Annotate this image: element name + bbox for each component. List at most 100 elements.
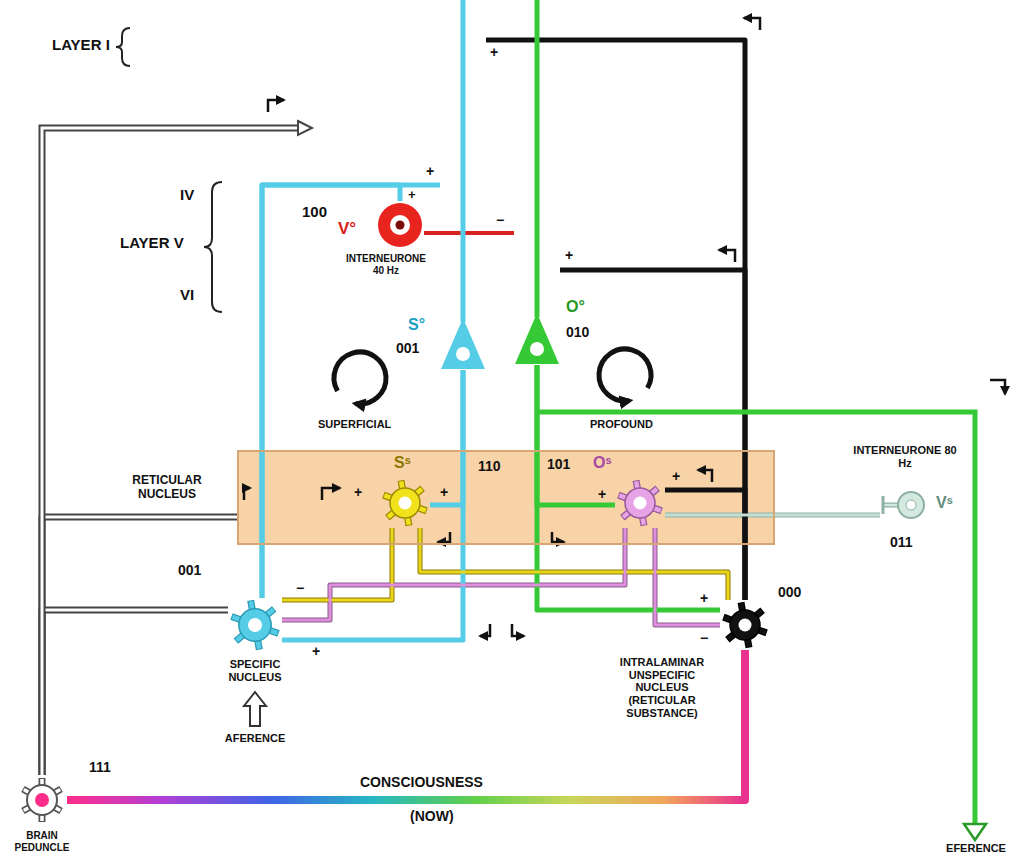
text-slot: 011 bbox=[890, 534, 913, 550]
connector-casing bbox=[282, 528, 625, 620]
annotation-label: IV bbox=[180, 186, 194, 203]
soma bbox=[730, 610, 760, 640]
peduncle-cell: 111BRAIN PEDUNCLE bbox=[17, 775, 67, 825]
text-slot: + bbox=[426, 163, 434, 179]
nerve-fibre bbox=[424, 231, 514, 235]
text-slot: + bbox=[598, 486, 606, 502]
interneuron-cell: 100V°INTERNEURONE 40 Hz bbox=[376, 201, 424, 249]
nucleus bbox=[399, 497, 412, 510]
annotation-label: + bbox=[598, 486, 606, 502]
cell-label: Vˢ bbox=[936, 494, 953, 512]
nerve-fibre bbox=[665, 514, 880, 517]
soma bbox=[378, 203, 422, 247]
loop-arrow bbox=[334, 352, 386, 404]
soma bbox=[625, 488, 655, 518]
nerve-fibre bbox=[262, 185, 400, 598]
annotation-label: + bbox=[440, 484, 448, 500]
text-slot: IV bbox=[180, 186, 194, 203]
nucleus bbox=[634, 497, 647, 510]
annotation-label: (NOW) bbox=[410, 808, 454, 824]
text-slot: BRAIN PEDUNCLE bbox=[4, 830, 80, 853]
text-slot: + bbox=[700, 590, 708, 606]
pyramidal-cell: S°001 bbox=[440, 0, 486, 370]
annotation-label: VI bbox=[180, 286, 194, 303]
direction-arrow bbox=[480, 624, 490, 636]
cell-shape bbox=[720, 600, 770, 650]
annotation-label: + bbox=[565, 247, 573, 263]
nerve-fibre bbox=[42, 517, 237, 775]
annotation-label: − bbox=[496, 212, 504, 228]
synapse-bar bbox=[882, 496, 885, 514]
direction-arrow bbox=[698, 470, 712, 482]
text-slot: Vˢ bbox=[936, 494, 953, 512]
cell-label: 010 bbox=[566, 324, 589, 340]
annotation-label: + bbox=[426, 163, 434, 179]
text-slot: 001 bbox=[178, 562, 201, 578]
text-slot: INTERNEURONE 40 Hz bbox=[340, 253, 432, 276]
text-slot: CONSCIOUSNESS bbox=[360, 774, 483, 790]
nerve-fibre bbox=[67, 650, 745, 800]
nucleus bbox=[530, 342, 544, 356]
direction-arrow bbox=[990, 380, 1005, 394]
relay-cell: 000INTRALAMINAR UNSPECIFIC NUCLEUS (RETI… bbox=[720, 600, 770, 650]
dendrite bbox=[883, 504, 899, 507]
nucleus bbox=[35, 793, 49, 807]
cell-label: INTRALAMINAR UNSPECIFIC NUCLEUS (RETICUL… bbox=[608, 656, 716, 719]
cell-shape bbox=[514, 0, 560, 365]
text-slot: + bbox=[354, 484, 362, 500]
connector-casing bbox=[282, 528, 392, 600]
text-slot: − bbox=[700, 630, 708, 646]
cell-label: SPECIFIC NUCLEUS bbox=[205, 658, 305, 683]
annotation-label: − bbox=[296, 580, 304, 596]
pyramidal-soma bbox=[515, 313, 559, 364]
annotation-label: + bbox=[700, 590, 708, 606]
text-slot: RETICULAR NUCLEUS bbox=[117, 474, 217, 502]
nucleus bbox=[739, 619, 752, 632]
nucleus-band: RETICULAR NUCLEUSSˢ110101Oˢ bbox=[237, 450, 775, 545]
text-slot: AFERENCE bbox=[218, 732, 292, 745]
cell-label: Oˢ bbox=[593, 454, 611, 472]
cell-label: S° bbox=[408, 316, 425, 334]
relay-cell: 001SPECIFIC NUCLEUS bbox=[228, 598, 282, 652]
text-slot: S° bbox=[408, 316, 425, 334]
direction-arrow bbox=[268, 100, 284, 112]
text-slot: 001 bbox=[396, 340, 419, 356]
cell-label: 011 bbox=[890, 534, 913, 550]
text-slot: 010 bbox=[566, 324, 589, 340]
direction-arrow bbox=[322, 488, 340, 500]
annotation-label: + bbox=[672, 468, 680, 484]
text-slot: INTRALAMINAR UNSPECIFIC NUCLEUS (RETICUL… bbox=[608, 656, 716, 719]
nerve-fibre bbox=[262, 185, 440, 598]
nerve-fibre bbox=[560, 270, 745, 600]
cell-label: 100 bbox=[302, 203, 327, 220]
text-slot: Sˢ bbox=[394, 454, 411, 472]
cell-label: BRAIN PEDUNCLE bbox=[4, 830, 80, 853]
annotation-label: LAYER I bbox=[52, 36, 110, 53]
text-slot: 100 bbox=[302, 203, 327, 220]
text-slot: O° bbox=[566, 298, 585, 316]
nerve-fibre bbox=[665, 490, 745, 600]
text-slot: 101 bbox=[547, 456, 570, 472]
nerve-fibre bbox=[42, 610, 228, 775]
direction-arrow bbox=[244, 488, 250, 500]
aference-arrow bbox=[244, 692, 266, 726]
direction-arrow bbox=[719, 250, 735, 262]
annotation-label: SUPERFICIAL bbox=[318, 418, 391, 431]
cell-label: Sˢ bbox=[394, 454, 411, 472]
cell-shape bbox=[17, 775, 67, 825]
text-slot: LAYER V bbox=[120, 234, 184, 251]
text-slot: + bbox=[490, 44, 498, 60]
annotation-label: EFERENCE bbox=[940, 842, 1012, 855]
nucleus-fill bbox=[239, 452, 773, 543]
annotation-label: − bbox=[700, 630, 708, 646]
cell-label: 001 bbox=[396, 340, 419, 356]
nerve-fibre bbox=[282, 528, 625, 620]
text-slot: 111 bbox=[89, 759, 111, 775]
soma bbox=[239, 609, 271, 641]
cell-label: 111 bbox=[89, 759, 111, 775]
annotation-label: PROFOUND bbox=[590, 418, 653, 431]
soma bbox=[27, 785, 57, 815]
